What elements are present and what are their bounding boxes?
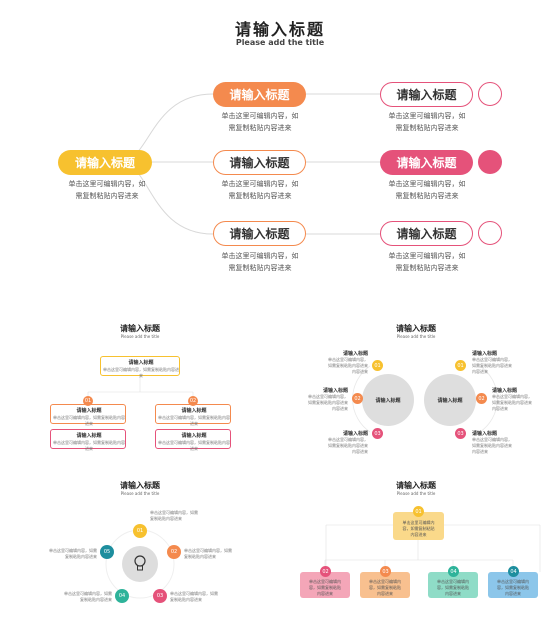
thumb-circles-item-r2: 请输入标题 单击这里可编辑内容，如需复制粘贴内容进来内容进来 (492, 388, 532, 411)
right-node-middle[interactable]: 请输入标题 (380, 150, 473, 175)
thumb-circles-item-r3: 请输入标题 单击这里可编辑内容，如需复制粘贴内容进来内容进来 (472, 431, 512, 454)
right-circle-top (478, 82, 502, 106)
mid-desc-top: 单击这里可编辑内容，如需复制粘贴内容进来 (221, 112, 299, 132)
thumb-org-title: 请输入标题 (120, 324, 160, 333)
right-desc-middle: 单击这里可编辑内容，如需复制粘贴内容进来 (388, 180, 466, 200)
thumb-circles-item-l3: 请输入标题 单击这里可编辑内容，如需复制粘贴内容进来内容进来 (328, 431, 368, 454)
thumb-org-left-1[interactable]: 请输入标题 单击这里可编辑内容，如需复制粘贴内容进来 (50, 404, 126, 426)
thumb-circles-badge-l1: 01 (372, 360, 383, 371)
thumb-org-subtitle: Please add the title (120, 334, 160, 339)
right-node-bottom[interactable]: 请输入标题 (380, 221, 473, 246)
thumb-circles-title: 请输入标题 (396, 324, 436, 333)
thumb-org-right-2[interactable]: 请输入标题 单击这里可编辑内容，如需复制粘贴内容进来 (155, 429, 231, 451)
thumb-org-right-1[interactable]: 请输入标题 单击这里可编辑内容，如需复制粘贴内容进来 (155, 404, 231, 426)
thumb-cycle-badge-4: 04 (115, 589, 129, 603)
thumb-circles-badge-l2: 02 (352, 393, 363, 404)
thumb-tree-badge-2: 03 (380, 566, 391, 577)
thumb-cycle-subtitle: Please add the title (120, 491, 160, 496)
root-node[interactable]: 请输入标题 (58, 150, 152, 175)
mid-desc-bottom: 单击这里可编辑内容，如需复制粘贴内容进来 (221, 252, 299, 272)
thumb-circles-subtitle: Please add the title (396, 334, 436, 339)
thumb-tree-subtitle: Please add the title (396, 491, 436, 496)
thumb-circles-right-circle (424, 374, 476, 426)
thumb-tree-badge-3: 04 (448, 566, 459, 577)
thumb-org-badge-1: 01 (83, 396, 93, 406)
root-desc: 单击这里可编辑内容，如需复制粘贴内容进来 (68, 180, 146, 200)
right-circle-middle (478, 150, 502, 174)
thumb-circles-badge-r2: 02 (476, 393, 487, 404)
thumb-cycle-badge-3: 03 (153, 589, 167, 603)
thumb-cycle-badge-5: 05 (100, 545, 114, 559)
right-desc-top: 单击这里可编辑内容，如需复制粘贴内容进来 (388, 112, 466, 132)
thumb-tree-badge-4: 04 (508, 566, 519, 577)
mid-node-bottom[interactable]: 请输入标题 (213, 221, 306, 246)
thumb-circles-item-l1: 请输入标题 单击这里可编辑内容，如需复制粘贴内容进来内容进来 (328, 351, 368, 374)
mid-node-middle[interactable]: 请输入标题 (213, 150, 306, 175)
thumb-circles-badge-l3: 03 (372, 428, 383, 439)
thumb-circles-item-l2: 请输入标题 单击这里可编辑内容，如需复制粘贴内容进来内容进来 (308, 388, 348, 411)
thumb-circles-right-label: 请输入标题 (437, 398, 463, 404)
right-desc-bottom: 单击这里可编辑内容，如需复制粘贴内容进来 (388, 252, 466, 272)
thumb-org-left-2[interactable]: 请输入标题 单击这里可编辑内容，如需复制粘贴内容进来 (50, 429, 126, 451)
thumb-circles-left-circle (362, 374, 414, 426)
thumb-cycle-center (122, 546, 158, 582)
thumb-circles-item-r1: 请输入标题 单击这里可编辑内容，如需复制粘贴内容进来内容进来 (472, 351, 512, 374)
right-circle-bottom (478, 221, 502, 245)
thumb-circles-left-label: 请输入标题 (375, 398, 401, 404)
thumb-cycle-badge-2: 02 (167, 545, 181, 559)
thumb-org-badge-2: 02 (188, 396, 198, 406)
mid-node-top[interactable]: 请输入标题 (213, 82, 306, 107)
thumb-cycle-title: 请输入标题 (120, 481, 160, 490)
thumb-cycle-badge-1: 01 (133, 524, 147, 538)
thumb-tree-badge-root: 01 (413, 506, 424, 517)
page-title: 请输入标题 (234, 20, 325, 39)
thumb-circles-badge-r1: 01 (455, 360, 466, 371)
thumb-org-root[interactable]: 请输入标题 单击这里可编辑内容，如需复制粘贴内容进来 (100, 356, 180, 378)
thumb-cycle-desc-1: 单击这里可编辑内容，如需复制粘贴内容进来 (150, 510, 198, 521)
thumb-cycle-desc-5: 单击这里可编辑内容，如需复制粘贴内容进来 (49, 548, 97, 559)
page-subtitle: Please add the title (235, 38, 325, 47)
thumb-circles-badge-r3: 03 (455, 428, 466, 439)
thumb-cycle-desc-3: 单击这里可编辑内容，如需复制粘贴内容进来 (170, 591, 218, 602)
thumb-tree-title: 请输入标题 (396, 481, 436, 490)
right-node-top[interactable]: 请输入标题 (380, 82, 473, 107)
thumb-tree-badge-1: 02 (320, 566, 331, 577)
mid-desc-middle: 单击这里可编辑内容，如需复制粘贴内容进来 (221, 180, 299, 200)
thumb-cycle-desc-4: 单击这里可编辑内容，如需复制粘贴内容进来 (64, 591, 112, 602)
thumb-cycle-desc-2: 单击这里可编辑内容，如需复制粘贴内容进来 (184, 548, 232, 559)
